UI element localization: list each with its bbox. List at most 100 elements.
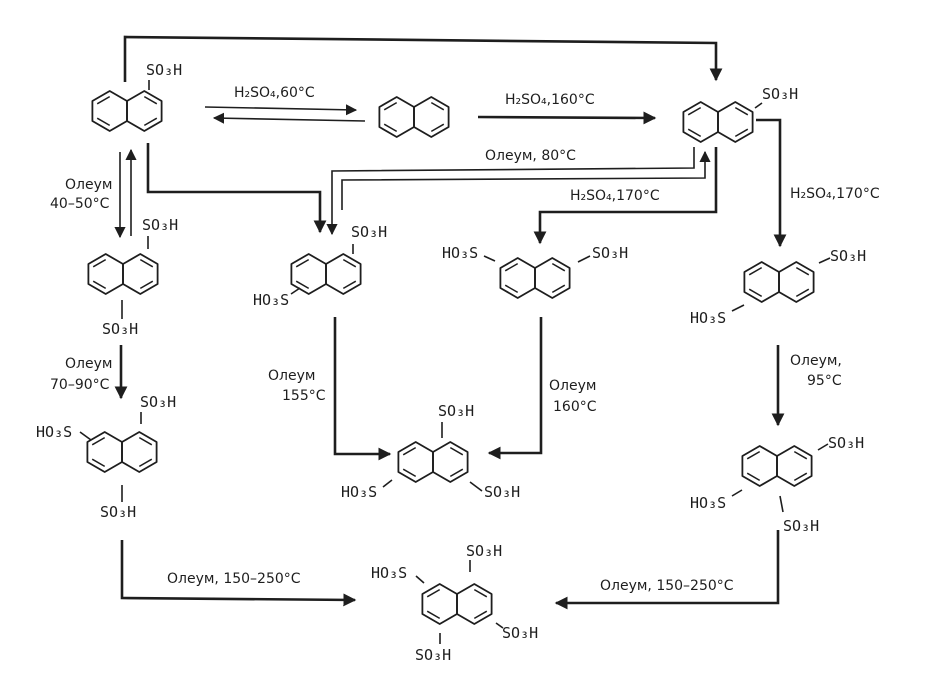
ho3s-mol8-pos3: HO₃S	[36, 423, 72, 441]
ring-right	[121, 431, 158, 473]
so3h-mol7-pos2: SO₃H	[830, 247, 866, 265]
double-bond	[96, 117, 111, 127]
double-bond	[383, 123, 398, 133]
cond-oleum-40-50: 40–50°C	[50, 196, 110, 212]
double-bond	[430, 123, 445, 133]
ho3s-mol7-pos6: HO₃S	[690, 309, 726, 327]
double-bond	[748, 266, 763, 276]
naphthalene-135-trisulfonic-acid	[86, 431, 158, 473]
so3h-mol3-pos2: SO₃H	[762, 85, 798, 103]
ho3s-mol9-pos6: HO₃S	[341, 483, 377, 501]
naphthalene-136-trisulfonic-acid-right	[741, 445, 813, 487]
ring-right	[122, 253, 159, 295]
double-bond	[687, 106, 702, 116]
arrow-1-sulfonic-to-naphthalene	[204, 104, 358, 116]
so3h-mol1-pos1: SO₃H	[146, 61, 182, 79]
conditions-layer: H₂SO₄,60°C H₂SO₄,160°C Олеум, 80°C H₂SO₄…	[50, 85, 880, 594]
naphthalene-27-disulfonic-acid	[499, 257, 571, 299]
double-bond	[295, 258, 310, 268]
naphthalene-16-disulfonic-acid	[290, 253, 362, 295]
cond-h2so4-170-right: H₂SO₄,170°C	[790, 186, 880, 202]
so3h-mol4-pos5: SO₃H	[102, 320, 138, 338]
double-bond	[793, 472, 808, 482]
cond-h2so4-160: H₂SO₄,160°C	[505, 92, 595, 108]
ring-right	[126, 90, 163, 132]
double-bond	[430, 101, 445, 111]
arrow-2-sulfonic-to-26-disulfonic	[756, 118, 787, 248]
substituent-labels: SO₃H SO₃H SO₃H SO₃H SO₃H HO₃S HO₃S SO₃H …	[36, 61, 866, 664]
double-bond	[746, 450, 761, 460]
ring-right	[778, 261, 815, 303]
double-bond	[473, 588, 488, 598]
so3h-mol4-pos1: SO₃H	[142, 216, 178, 234]
double-bond	[687, 128, 702, 138]
ho3s-mol11-pos7: HO₃S	[371, 564, 407, 582]
molecules-layer	[86, 90, 815, 625]
double-bond	[92, 280, 107, 290]
double-bond	[383, 101, 398, 111]
cond-oleum-160: 160°C	[553, 399, 597, 415]
naphthalene-1357-tetrasulfonic-acid	[421, 583, 493, 625]
arrow-136-right-to-1357-tetrasulfonic	[554, 530, 780, 610]
naphthalene-1-sulfonic-acid	[91, 90, 163, 132]
arrow-2-sulfonic-to-16-oleum	[326, 147, 695, 236]
substituent-bonds	[79, 80, 831, 644]
naphthalene-2-sulfonic-acid	[682, 101, 754, 143]
ring-right	[534, 257, 571, 299]
ho3s-mol6-pos2: HO₃S	[442, 244, 478, 262]
double-bond	[139, 280, 154, 290]
arrow-naphthalene-to-2-sulfonic	[477, 111, 657, 125]
so3h-mol8-pos5: SO₃H	[100, 503, 136, 521]
naphthalene-26-disulfonic-acid	[743, 261, 815, 303]
double-bond	[402, 468, 417, 478]
so3h-mol9-pos3: SO₃H	[484, 483, 520, 501]
cond-oleum-150-250-left: Олеум, 150–250°C	[167, 571, 301, 587]
so3h-mol11-pos5: SO₃H	[415, 646, 451, 664]
double-bond	[342, 258, 357, 268]
so3h-mol10-pos4: SO₃H	[783, 517, 819, 535]
double-bond	[504, 262, 519, 272]
double-bond	[734, 106, 749, 116]
double-bond	[143, 95, 158, 105]
double-bond	[96, 95, 111, 105]
so3h-mol10-pos2: SO₃H	[828, 434, 864, 452]
double-bond	[91, 436, 106, 446]
double-bond	[449, 446, 464, 456]
cond-oleum-150-250-right: Олеум, 150–250°C	[600, 578, 734, 594]
so3h-mol5-pos1: SO₃H	[351, 223, 387, 241]
arrow-135-to-1357-tetrasulfonic	[120, 540, 357, 607]
double-bond	[746, 472, 761, 482]
double-bond	[793, 450, 808, 460]
cond-oleum-label-1: Олеум	[65, 177, 112, 193]
double-bond	[426, 588, 441, 598]
cond-oleum-95: 95°C	[807, 373, 842, 389]
double-bond	[734, 128, 749, 138]
cond-oleum-label-4: Олеум	[549, 378, 596, 394]
so3h-mol6-pos7: SO₃H	[592, 244, 628, 262]
arrow-16-to-136-trisulfonic	[333, 317, 392, 461]
cond-h2so4-60: H₂SO₄,60°C	[234, 85, 315, 101]
double-bond	[748, 288, 763, 298]
double-bond	[795, 288, 810, 298]
double-bond	[426, 610, 441, 620]
cond-oleum-label-3: Олеум	[268, 368, 315, 384]
naphthalene-136-trisulfonic-acid-center	[397, 441, 469, 483]
cond-oleum-label-5: Олеум,	[790, 353, 842, 369]
ring-right	[432, 441, 469, 483]
ring-right	[325, 253, 362, 295]
double-bond	[143, 117, 158, 127]
ring-right	[776, 445, 813, 487]
double-bond	[504, 284, 519, 294]
double-bond	[795, 266, 810, 276]
arrow-naphthalene-to-1-sulfonic	[212, 112, 366, 124]
arrows-layer	[114, 35, 787, 610]
arrow-2-sulfonic-to-27-disulfonic	[533, 147, 718, 245]
double-bond	[138, 458, 153, 468]
so3h-mol11-pos1: SO₃H	[466, 542, 502, 560]
double-bond	[91, 458, 106, 468]
arrow-27-to-136-trisulfonic	[487, 317, 543, 460]
ring-right	[456, 583, 493, 625]
double-bond	[402, 446, 417, 456]
double-bond	[551, 262, 566, 272]
